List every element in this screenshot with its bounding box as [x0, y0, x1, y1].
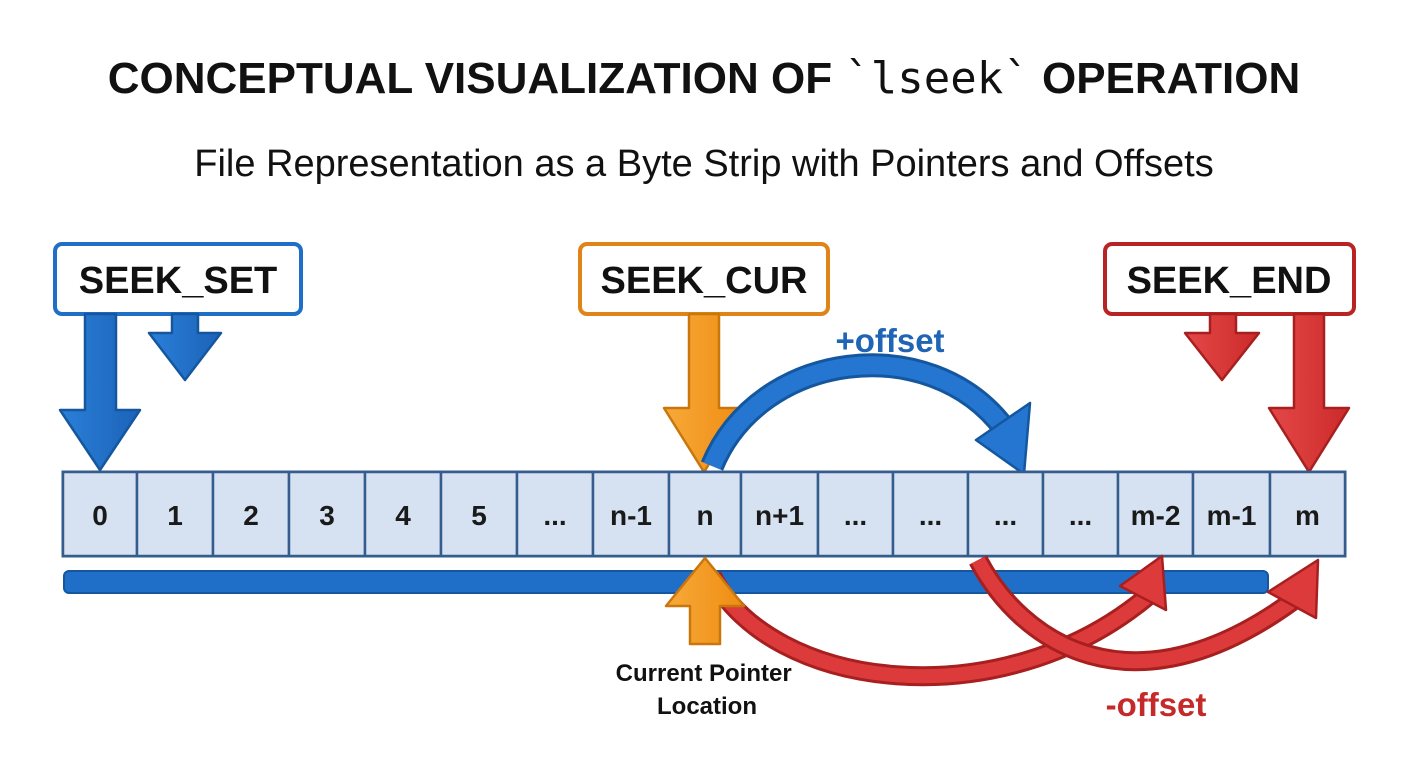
byte-cell — [739, 470, 820, 558]
byte-cell-label: ... — [994, 500, 1017, 531]
current-pointer-caption: Current Pointer Location — [616, 660, 799, 720]
byte-cell-label: ... — [1069, 500, 1092, 531]
seek-set-label: SEEK_SET — [53, 242, 303, 316]
diagram-subtitle: File Representation as a Byte Strip with… — [194, 143, 1213, 185]
byte-cell-label: n-1 — [610, 500, 652, 531]
byte-cell-label: 4 — [395, 500, 411, 531]
byte-cell — [1041, 470, 1120, 558]
byte-cell — [667, 470, 743, 558]
seek-cur-label: SEEK_CUR — [578, 242, 830, 316]
minus-offset-label: -offset — [1106, 686, 1207, 723]
title-code: `lseek` — [844, 53, 1029, 104]
seek-set-text: SEEK_SET — [79, 260, 278, 302]
plus-offset-label: +offset — [835, 322, 944, 359]
byte-cell-label: ... — [543, 500, 566, 531]
byte-cell — [891, 470, 970, 558]
byte-cell — [1116, 470, 1195, 558]
byte-cell — [1268, 470, 1347, 558]
seek-end-small-arrow — [1183, 312, 1261, 382]
seek-set-main-arrow — [58, 312, 142, 472]
seek-set-small-arrow — [147, 312, 223, 382]
byte-cell-label: 3 — [319, 500, 335, 531]
caption-line-2: Location — [657, 693, 757, 720]
byte-cell-label: ... — [844, 500, 867, 531]
byte-cell-label: m-1 — [1207, 500, 1257, 531]
seek-end-label: SEEK_END — [1103, 242, 1356, 316]
byte-cell — [1191, 470, 1272, 558]
seek-end-main-arrow — [1267, 312, 1351, 474]
seek-end-text: SEEK_END — [1127, 260, 1332, 302]
byte-cell-label: m — [1295, 500, 1320, 531]
byte-cell-label: 1 — [167, 500, 183, 531]
byte-cell-label: 2 — [243, 500, 259, 531]
seek-cur-text: SEEK_CUR — [601, 260, 808, 302]
byte-strip: 0 1 2 3 4 5... n-1 n n+1............ m-2 m-1 m — [61, 470, 1347, 558]
diagram-title: CONCEPTUAL VISUALIZATION OF `lseek` OPER… — [108, 53, 1301, 104]
caption-line-1: Current Pointer — [616, 660, 792, 687]
byte-cell — [363, 470, 443, 558]
minus-offset-arrowhead-1 — [1118, 554, 1168, 612]
byte-cell — [439, 470, 519, 558]
file-extent-bar — [63, 570, 1269, 594]
current-pointer-arrow — [664, 556, 746, 646]
byte-cell-label: n — [696, 500, 713, 531]
byte-cell-label: ... — [919, 500, 942, 531]
byte-cell — [816, 470, 895, 558]
title-end: OPERATION — [1030, 54, 1301, 103]
title-main: CONCEPTUAL VISUALIZATION OF — [108, 54, 845, 103]
minus-offset-arrows — [703, 554, 1320, 687]
plus-offset-arrowhead — [974, 401, 1032, 476]
byte-cell-label: 0 — [92, 500, 108, 531]
byte-cell-label: m-2 — [1131, 500, 1181, 531]
byte-cell — [515, 470, 595, 558]
byte-cell-label: n+1 — [755, 500, 804, 531]
byte-cell-label: 5 — [471, 500, 487, 531]
minus-offset-arrowhead-2 — [1266, 558, 1320, 620]
byte-cell — [966, 470, 1045, 558]
